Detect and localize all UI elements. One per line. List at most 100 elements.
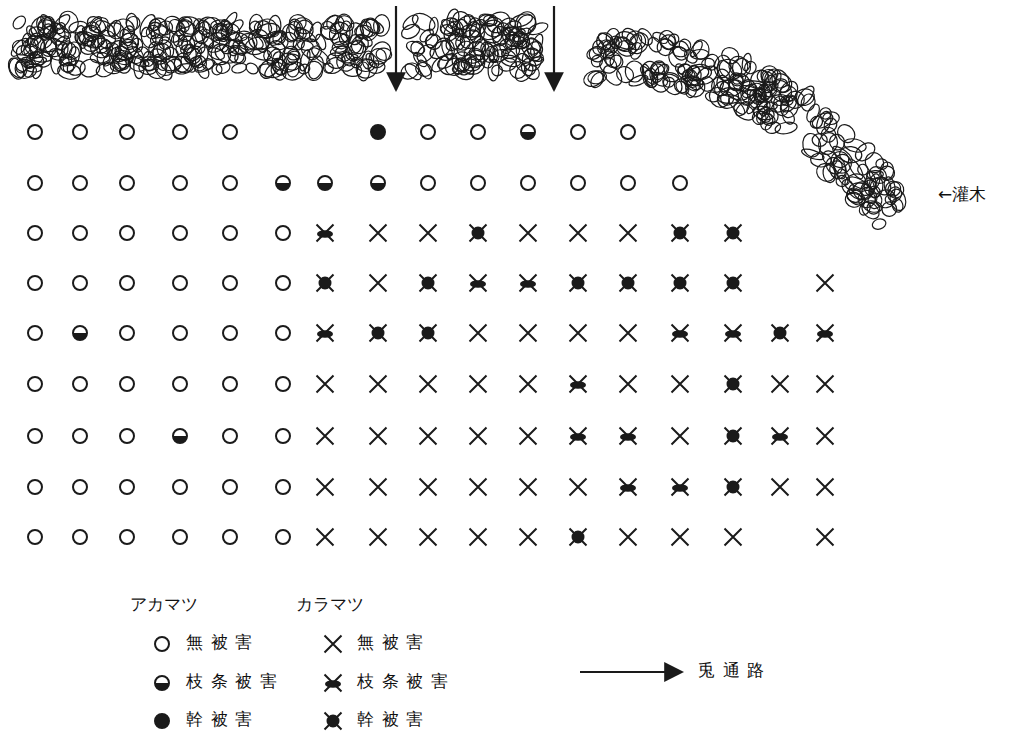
shrub-loop: [50, 20, 73, 41]
shrub-loop: [31, 35, 53, 52]
red-pine-symbol: [421, 125, 435, 139]
legend-text: 無被害: [186, 632, 260, 652]
shrub-loop: [761, 66, 784, 90]
larch-symbol: [725, 376, 742, 393]
legend-text: 無被害: [357, 632, 431, 652]
red-pine-symbol: [223, 326, 237, 340]
larch-symbol: [570, 479, 587, 496]
branch-damage-fill: [470, 280, 486, 288]
branch-damage-fill: [325, 680, 341, 688]
shrub-loop: [619, 25, 640, 47]
red-pine-symbol: [120, 226, 134, 240]
shrub-loop: [284, 20, 303, 43]
red-pine-symbol: [120, 429, 134, 443]
shrub-loop: [418, 27, 436, 45]
red-pine-symbol: [120, 377, 134, 391]
red-pine-symbol: [73, 125, 87, 139]
shrub-loop: [512, 8, 540, 38]
shrub-loop: [728, 78, 744, 92]
larch-symbol: [370, 428, 387, 445]
rabbit-path-arrow: [395, 6, 397, 90]
red-pine-symbol: [73, 276, 87, 290]
shrub-loop: [659, 70, 686, 98]
branch-damage-fill: [570, 433, 586, 441]
shrub-loop: [481, 13, 496, 28]
red-pine-symbol: [276, 530, 290, 544]
trunk-damage-fill: [622, 277, 635, 290]
larch-symbol: [420, 376, 437, 393]
shrub-loop: [672, 40, 691, 61]
trunk-damage-fill: [372, 327, 385, 340]
larch-symbol: [370, 275, 387, 292]
trunk-damage-fill: [727, 378, 740, 391]
branch-damage-fill: [817, 330, 833, 338]
trunk-damage-fill: [727, 277, 740, 290]
larch-symbol: [817, 376, 834, 393]
shrub-loop: [342, 63, 362, 77]
shrub-loop: [169, 26, 188, 45]
red-pine-symbol: [173, 429, 187, 443]
larch-symbol: [520, 376, 537, 393]
red-pine-symbol: [120, 480, 134, 494]
red-pine-symbol: [276, 176, 290, 190]
larch-symbol: [317, 529, 334, 546]
red-pine-symbol: [73, 176, 87, 190]
shrub-loop: [103, 40, 123, 60]
red-pine-symbol: [155, 714, 169, 728]
red-pine-symbol: [28, 176, 42, 190]
red-pine-symbol: [73, 530, 87, 544]
red-pine-symbol: [318, 176, 332, 190]
red-pine-symbol: [28, 377, 42, 391]
red-pine-symbol: [28, 429, 42, 443]
shrub-loop: [713, 54, 732, 78]
shrub-loop: [625, 29, 653, 58]
larch-symbol: [370, 529, 387, 546]
shrub-loop: [672, 46, 688, 57]
larch-symbol: [317, 325, 334, 342]
shrub-loop: [866, 163, 890, 187]
larch-symbol: [672, 479, 689, 496]
shrub-loop: [435, 50, 459, 71]
shrub-loop: [521, 58, 536, 76]
shrub-loop: [271, 51, 289, 76]
shrub-loop: [582, 68, 606, 89]
larch-symbol: [317, 376, 334, 393]
shrub-loop: [727, 95, 748, 116]
larch-symbol: [672, 275, 689, 292]
larch-symbol: [620, 529, 637, 546]
shrub-loop: [501, 44, 521, 61]
larch-symbol: [470, 529, 487, 546]
larch-symbol: [520, 529, 537, 546]
larch-symbol: [772, 479, 789, 496]
shrub-loop: [489, 23, 513, 47]
shrub-loop: [399, 22, 422, 42]
shrub-loop: [687, 64, 711, 80]
shrub-loop: [731, 57, 751, 77]
red-pine-symbol: [73, 226, 87, 240]
larch-symbol: [672, 529, 689, 546]
shrub-loop: [411, 50, 429, 69]
red-pine-symbol: [223, 276, 237, 290]
shrub-loop: [640, 59, 661, 82]
larch-symbol: [470, 325, 487, 342]
trunk-damage-fill: [472, 227, 485, 240]
larch-symbol: [317, 275, 334, 292]
red-pine-symbol: [471, 176, 485, 190]
legend-text: 幹被害: [357, 709, 431, 729]
larch-symbol: [520, 479, 537, 496]
red-pine-symbol: [223, 176, 237, 190]
larch-symbol: [420, 529, 437, 546]
rabbit-path-arrow: [553, 6, 555, 90]
larch-symbol: [817, 479, 834, 496]
larch-symbol: [672, 428, 689, 445]
shrub-loop: [67, 46, 80, 66]
shrub-label: ←灌木: [938, 184, 986, 204]
red-pine-symbol: [471, 125, 485, 139]
larch-symbol: [725, 428, 742, 445]
red-pine-symbol: [73, 326, 87, 340]
legend-text: 枝条被害: [186, 671, 285, 691]
red-pine-symbol: [120, 176, 134, 190]
shrub-loop: [354, 57, 380, 81]
larch-symbol: [570, 225, 587, 242]
